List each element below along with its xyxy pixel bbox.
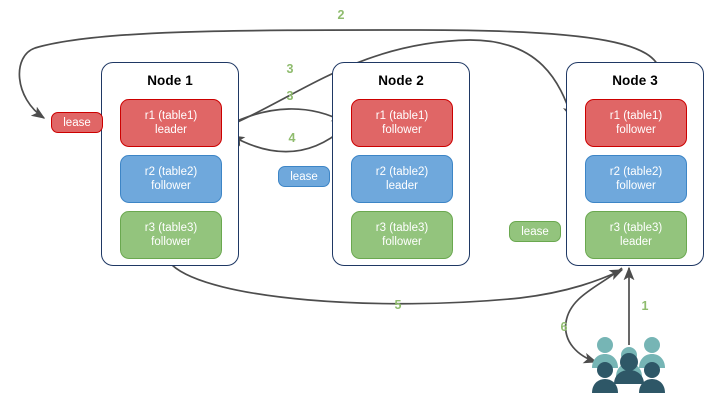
node2-replica-r3-name: r3 (table3) <box>375 222 429 234</box>
step-label-4: 4 <box>288 131 296 145</box>
node3-replica-r1[interactable]: r1 (table1) follower <box>585 99 687 147</box>
node3-replica-r3[interactable]: r3 (table3) leader <box>585 211 687 259</box>
node3-replica-r3-name: r3 (table3) <box>609 222 663 234</box>
node2-replica-r3-role: follower <box>382 236 422 248</box>
node3-replica-r2-name: r2 (table2) <box>609 166 663 178</box>
lease-badge-table1[interactable]: lease <box>51 112 103 133</box>
node3-replica-r2-role: follower <box>616 180 656 192</box>
node1-replica-r3[interactable]: r3 (table3) follower <box>120 211 222 259</box>
step-label-3b: 3 <box>286 89 294 103</box>
edge-3-to-node2-path <box>225 108 346 127</box>
node1-replica-r3-name: r3 (table3) <box>144 222 198 234</box>
node1-replica-r2[interactable]: r2 (table2) follower <box>120 155 222 203</box>
node2-replica-r1-name: r1 (table1) <box>375 110 429 122</box>
node3-replica-r1-name: r1 (table1) <box>609 110 663 122</box>
step-label-1: 1 <box>641 299 649 313</box>
node-box-node3[interactable]: Node 3 r1 (table1) follower r2 (table2) … <box>566 62 704 266</box>
node2-replica-r1-role: follower <box>382 124 422 136</box>
node3-replica-r3-role: leader <box>620 236 652 248</box>
lease-badge-table3[interactable]: lease <box>509 221 561 242</box>
step-label-5: 5 <box>394 298 402 312</box>
node2-replica-r2-role: leader <box>386 180 418 192</box>
node1-replica-r3-role: follower <box>151 236 191 248</box>
users-group-icon <box>589 334 669 396</box>
node-box-node2[interactable]: Node 2 r1 (table1) follower r2 (table2) … <box>332 62 470 266</box>
node1-replica-r1[interactable]: r1 (table1) leader <box>120 99 222 147</box>
node2-replica-r2-name: r2 (table2) <box>375 166 429 178</box>
node1-replica-r1-name: r1 (table1) <box>144 110 198 122</box>
node2-title: Node 2 <box>378 73 424 88</box>
node1-title: Node 1 <box>147 73 193 88</box>
lease-badge-table2[interactable]: lease <box>278 166 330 187</box>
node-box-node1[interactable]: Node 1 r1 (table1) leader r2 (table2) fo… <box>101 62 239 266</box>
node1-replica-r2-name: r2 (table2) <box>144 166 198 178</box>
step-label-6: 6 <box>560 320 568 334</box>
step-label-3a: 3 <box>286 62 294 76</box>
node2-replica-r1[interactable]: r1 (table1) follower <box>351 99 453 147</box>
node1-replica-r2-role: follower <box>151 180 191 192</box>
node3-title: Node 3 <box>612 73 658 88</box>
node3-replica-r2[interactable]: r2 (table2) follower <box>585 155 687 203</box>
step-label-2: 2 <box>337 8 345 22</box>
node1-replica-r1-role: leader <box>155 124 187 136</box>
node2-replica-r2[interactable]: r2 (table2) leader <box>351 155 453 203</box>
node2-replica-r3[interactable]: r3 (table3) follower <box>351 211 453 259</box>
node3-replica-r1-role: follower <box>616 124 656 136</box>
